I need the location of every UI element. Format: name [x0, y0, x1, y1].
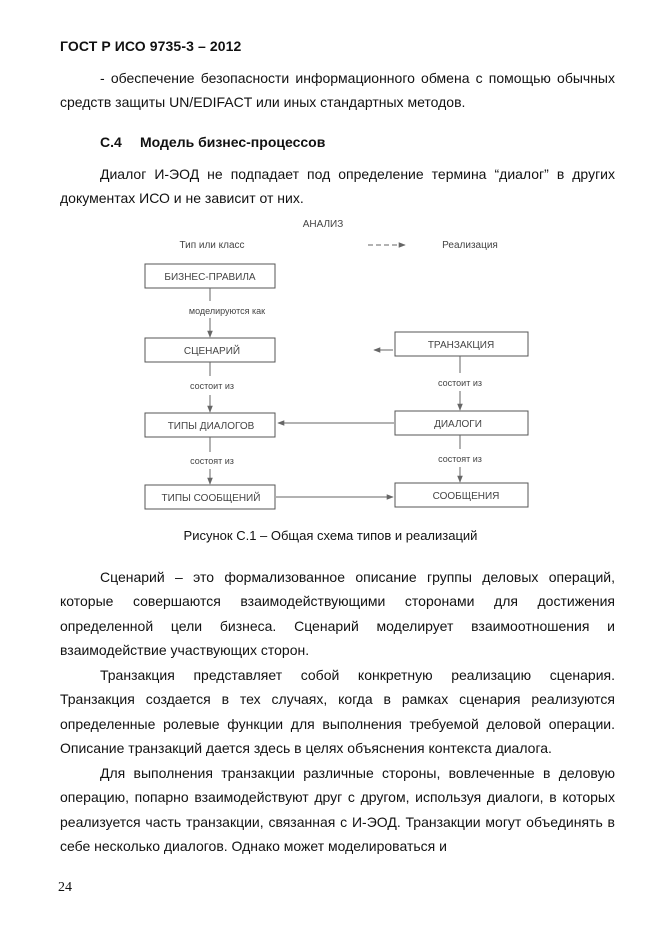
transaction-box [394, 331, 529, 357]
dialog-types-label: ТИПЫ ДИАЛОГОВ [168, 421, 255, 432]
dialogs-consist-label: состоят из [438, 454, 482, 464]
dialogs-paragraph: Для выполнения транзакции различные стор… [60, 765, 615, 855]
transaction-consists-label: состоит из [438, 378, 482, 388]
dialog-types-consist-label: состоят из [190, 456, 234, 466]
dialog-paragraph: Диалог И-ЭОД не подпадает под определени… [60, 166, 615, 207]
messages-label: СООБЩЕНИЯ [433, 491, 500, 502]
scenario-label: СЦЕНАРИЙ [184, 344, 240, 357]
document-header: ГОСТ Р ИСО 9735-3 – 2012 [60, 38, 242, 54]
scenario-paragraph: Сценарий – это формализованное описание … [60, 569, 615, 659]
dialogs-label: ДИАЛОГИ [434, 419, 482, 430]
intro-paragraph: - обеспечение безопасности информационно… [60, 70, 615, 111]
messages-box [394, 482, 529, 508]
figure-right-column-label: Реализация [442, 240, 498, 251]
figure-top-label: АНАЛИЗ [303, 219, 344, 230]
transaction-paragraph: Транзакция представляет собой конкретную… [60, 667, 615, 757]
figure-left-column-label: Тип или класс [179, 240, 244, 251]
scenario-consists-label: состоит из [190, 381, 234, 391]
section-heading: C.4 Модель бизнес-процессов [100, 134, 325, 150]
section-title: Модель бизнес-процессов [140, 134, 326, 150]
section-number: C.4 [100, 134, 122, 150]
message-types-label: ТИПЫ СООБЩЕНИЙ [162, 491, 261, 504]
business-rules-label: БИЗНЕС-ПРАВИЛА [164, 272, 256, 283]
business-process-diagram: АНАЛИЗ Тип или класс Реализация БИЗНЕС-П… [144, 219, 529, 510]
dialogs-box [394, 410, 529, 436]
transaction-label: ТРАНЗАКЦИЯ [428, 340, 494, 351]
modeled-as-label: моделируются как [189, 306, 265, 316]
page-number: 24 [58, 880, 72, 895]
message-types-box [144, 484, 276, 510]
figure-caption: Рисунок С.1 – Общая схема типов и реализ… [183, 528, 478, 543]
